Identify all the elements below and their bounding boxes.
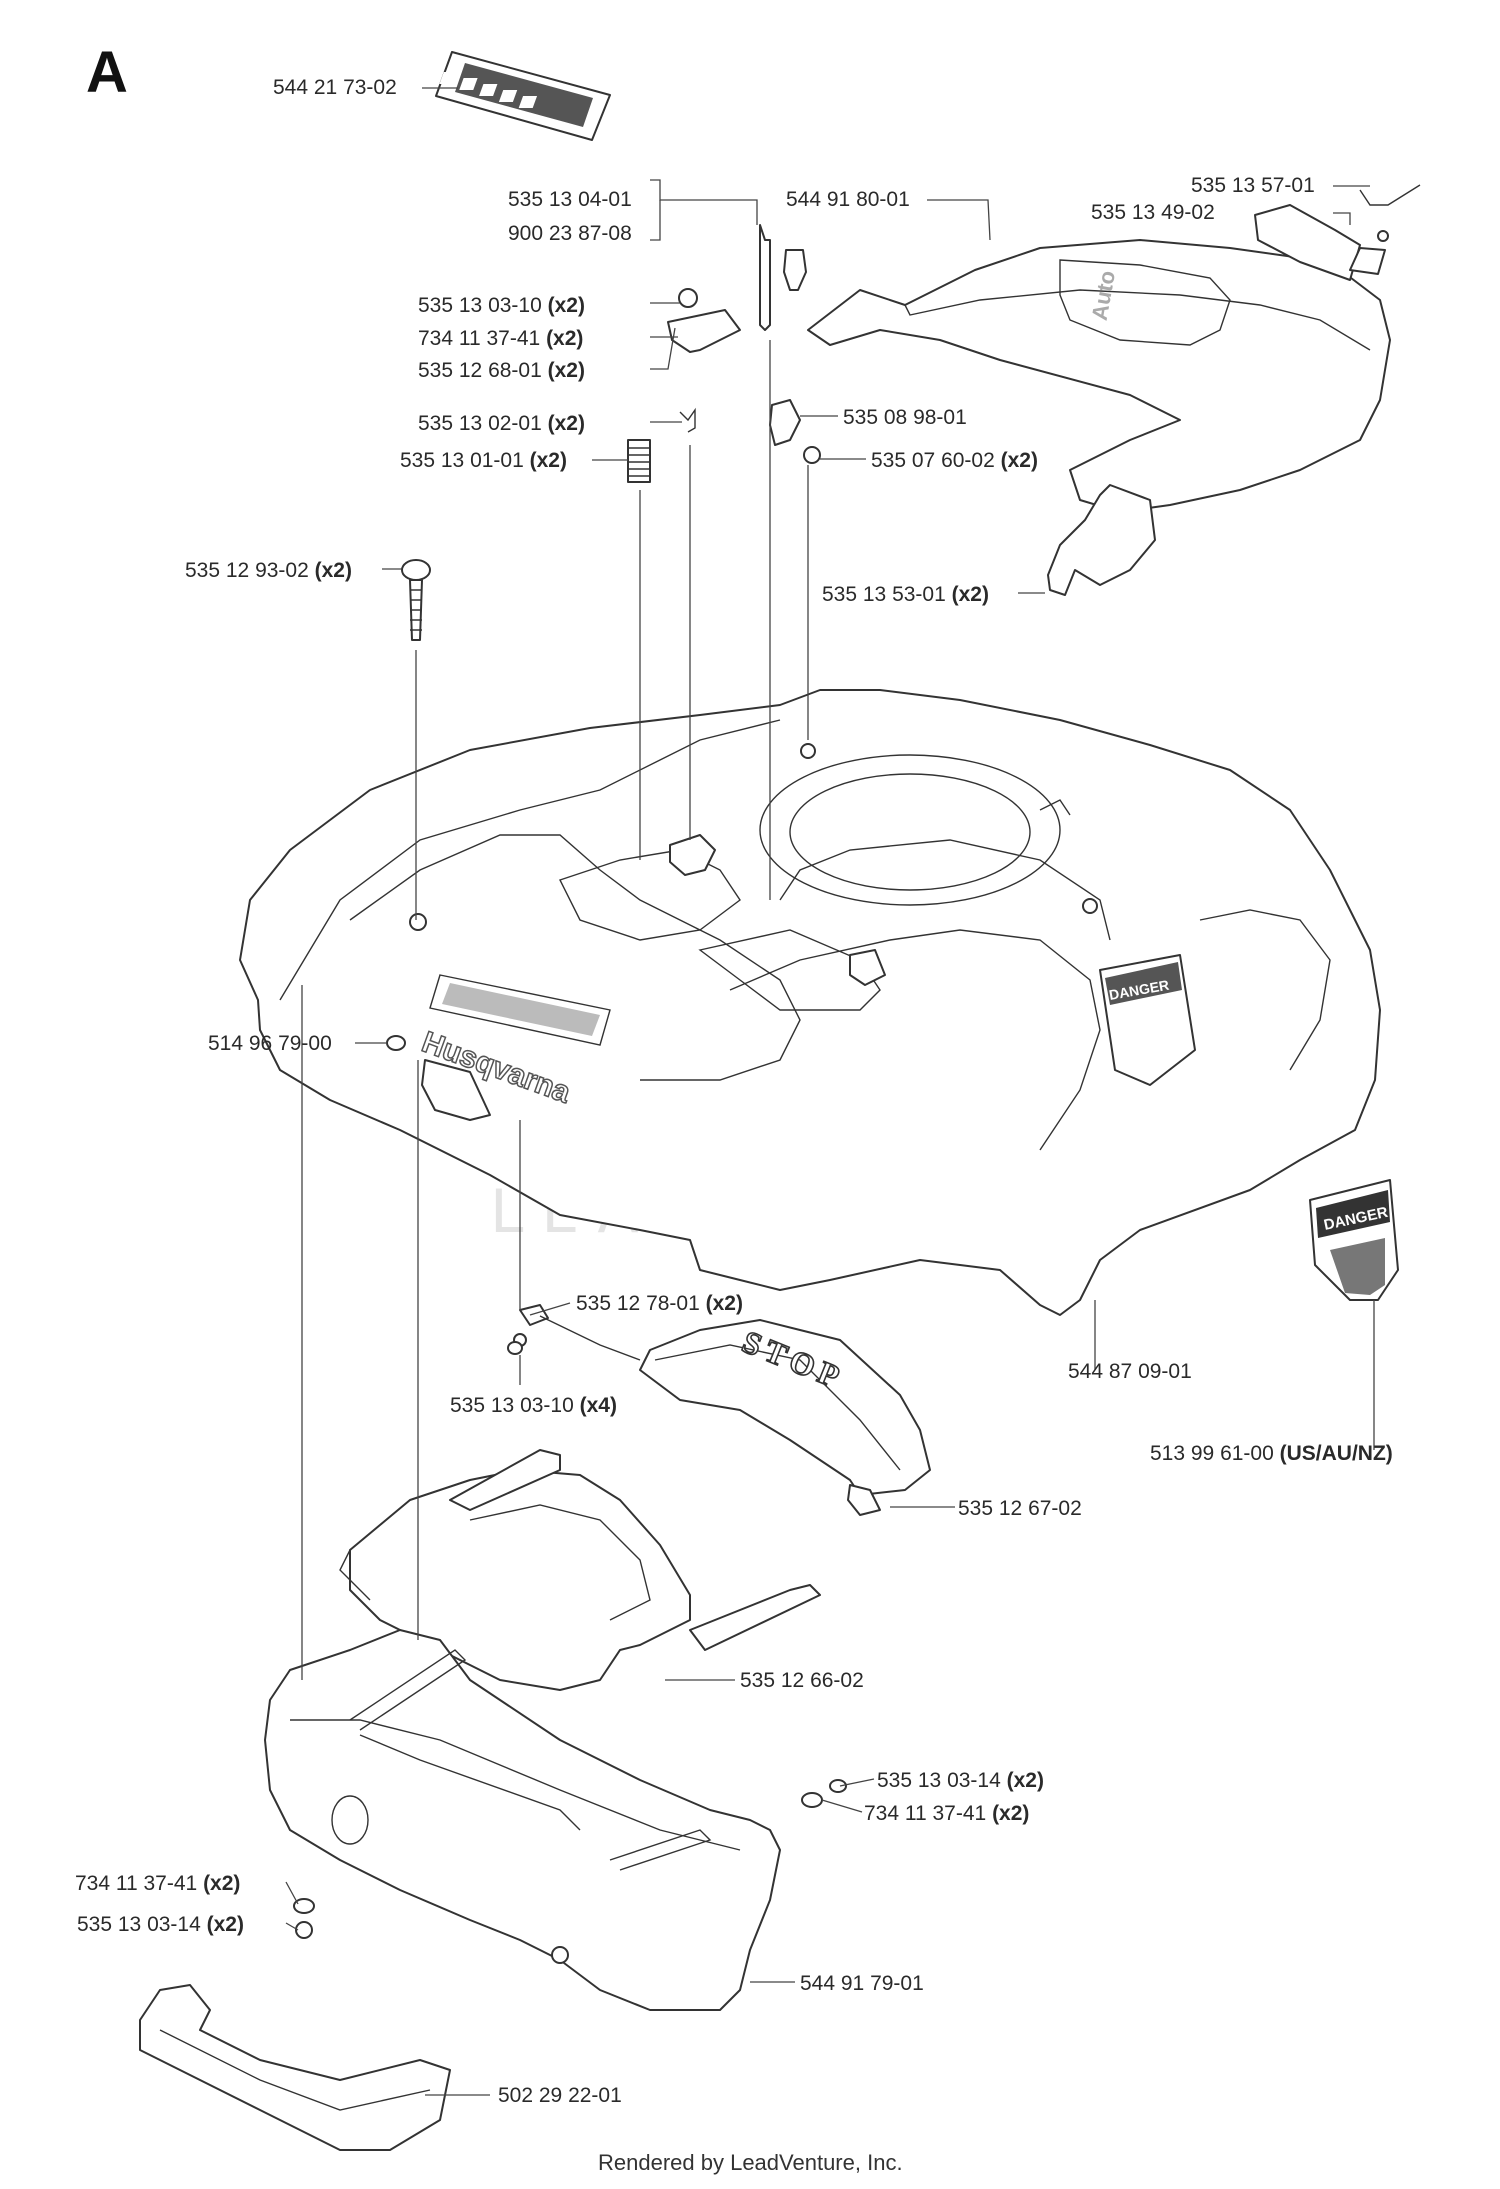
upper-fasteners xyxy=(401,224,821,641)
callout-900-23-87-08: 900 23 87-08 xyxy=(508,222,632,245)
leader-lines xyxy=(285,87,1375,2096)
callout-535-13-53-01: 535 13 53-01 (x2) xyxy=(822,583,989,606)
callout-535-12-93-02: 535 12 93-02 (x2) xyxy=(185,559,352,582)
long-screw xyxy=(401,559,431,641)
callout-544-87-09-01: 544 87 09-01 xyxy=(1068,1360,1192,1383)
callout-535-13-57-01: 535 13 57-01 xyxy=(1191,174,1315,197)
main-body-cover: Husqvarna DANGER xyxy=(239,689,1381,1316)
callout-535-13-04-01: 535 13 04-01 xyxy=(508,188,632,211)
callout-535-13-01-01: 535 13 01-01 (x2) xyxy=(400,449,567,472)
callout-535-12-67-02: 535 12 67-02 xyxy=(958,1497,1082,1520)
callout-544-91-80-01: 544 91 80-01 xyxy=(786,188,910,211)
callout-535-13-03-14-a: 535 13 03-14 (x2) xyxy=(877,1769,1044,1792)
spring xyxy=(627,439,651,483)
decal-sticker-top xyxy=(435,51,611,141)
callout-544-21-73-02: 544 21 73-02 xyxy=(273,76,397,99)
callout-734-11-37-41-a: 734 11 37-41 (x2) xyxy=(418,327,583,350)
display-cover xyxy=(339,1449,821,1691)
callout-535-13-02-01: 535 13 02-01 (x2) xyxy=(418,412,585,435)
danger-decal: DANGER xyxy=(1309,1179,1399,1301)
section-letter: A xyxy=(86,40,128,105)
callout-535-12-68-01: 535 12 68-01 (x2) xyxy=(418,359,585,382)
callout-535-13-03-10-a: 535 13 03-10 (x2) xyxy=(418,294,585,317)
lower-fasteners xyxy=(293,1035,847,1939)
footer-credit: Rendered by LeadVenture, Inc. xyxy=(598,2150,903,2175)
callout-535-13-03-14-b: 535 13 03-14 (x2) xyxy=(77,1913,244,1936)
front-bumper xyxy=(264,1629,781,2011)
callout-535-12-66-02: 535 12 66-02 xyxy=(740,1669,864,1692)
callouts: 544 21 73-02 535 13 04-01 900 23 87-08 5… xyxy=(75,76,1393,2107)
callout-535-12-78-01: 535 12 78-01 (x2) xyxy=(576,1292,743,1315)
callout-535-13-49-02: 535 13 49-02 xyxy=(1091,201,1215,224)
callout-513-99-61-00: 513 99 61-00 (US/AU/NZ) xyxy=(1150,1442,1393,1465)
callout-502-29-22-01: 502 29 22-01 xyxy=(498,2084,622,2107)
callout-514-96-79-00: 514 96 79-00 xyxy=(208,1032,332,1055)
handle xyxy=(139,1984,451,2151)
callout-734-11-37-41-b: 734 11 37-41 (x2) xyxy=(864,1802,1029,1825)
lid-hinge-clip xyxy=(1254,184,1421,281)
callout-535-07-60-02: 535 07 60-02 (x2) xyxy=(871,449,1038,472)
callout-535-08-98-01: 535 08 98-01 xyxy=(843,406,967,429)
callout-544-91-79-01: 544 91 79-01 xyxy=(800,1972,924,1995)
callout-734-11-37-41-c: 734 11 37-41 (x2) xyxy=(75,1872,240,1895)
callout-535-13-03-10-b: 535 13 03-10 (x4) xyxy=(450,1394,617,1417)
top-lid: Auto xyxy=(807,239,1391,596)
